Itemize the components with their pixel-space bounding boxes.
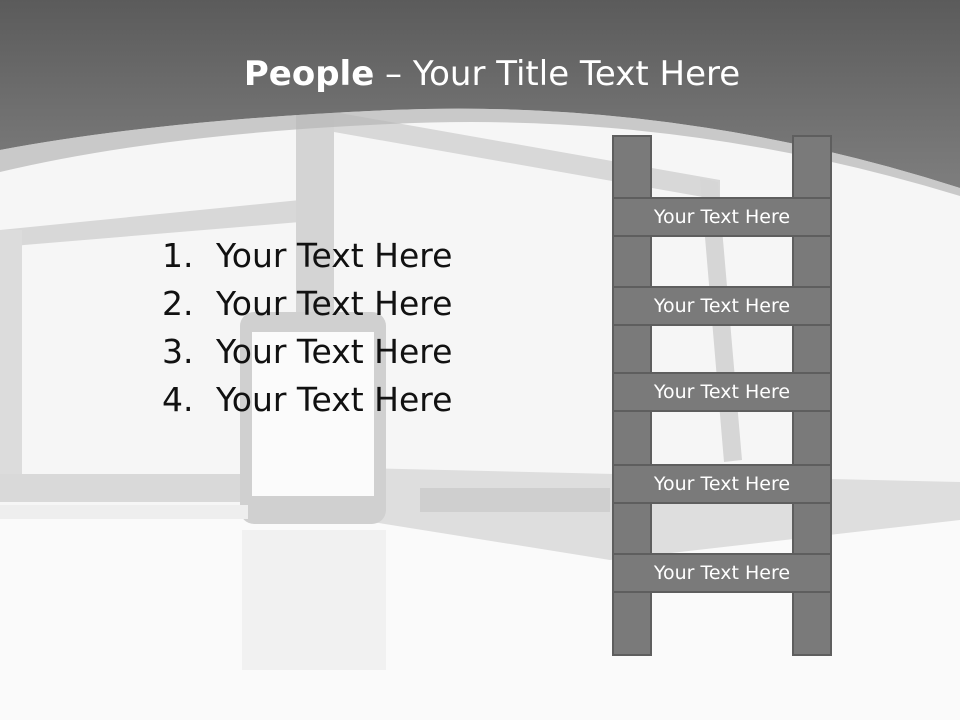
list-item: 3. Your Text Here bbox=[162, 328, 452, 376]
title-bold: People bbox=[243, 54, 375, 94]
ladder-step: Your Text Here bbox=[612, 372, 832, 412]
ladder-step: Your Text Here bbox=[612, 553, 832, 593]
ladder-step: Your Text Here bbox=[612, 464, 832, 504]
list-number: 4. bbox=[162, 380, 194, 419]
list-item: 2. Your Text Here bbox=[162, 280, 452, 328]
ladder-step: Your Text Here bbox=[612, 286, 832, 326]
slide-title: People – Your Title Text Here bbox=[0, 50, 960, 98]
title-rest: – Your Title Text Here bbox=[374, 54, 741, 94]
list-number: 3. bbox=[162, 332, 194, 371]
numbered-list: 1. Your Text Here 2. Your Text Here 3. Your… bbox=[162, 232, 452, 424]
list-number: 1. bbox=[162, 236, 194, 275]
list-text: Your Text Here bbox=[216, 236, 453, 275]
list-text: Your Text Here bbox=[216, 332, 453, 371]
list-text: Your Text Here bbox=[216, 284, 453, 323]
list-number: 2. bbox=[162, 284, 194, 323]
ladder-step: Your Text Here bbox=[612, 197, 832, 237]
list-item: 1. Your Text Here bbox=[162, 232, 452, 280]
list-item: 4. Your Text Here bbox=[162, 376, 452, 424]
list-text: Your Text Here bbox=[216, 380, 453, 419]
